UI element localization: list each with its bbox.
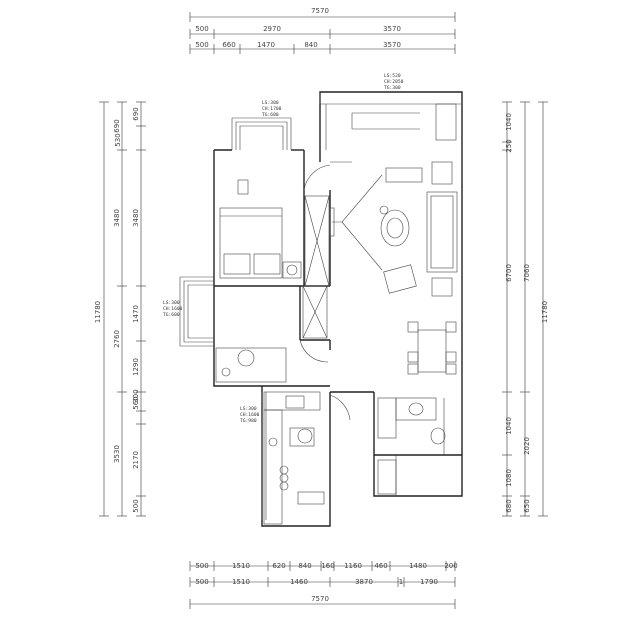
bottom-row1-label-4: 160 [321,562,334,570]
right-outer-label-0: 7060 [523,264,531,282]
window-note-kitchen-0: LS:300 [240,406,257,412]
bottom-row2-label-1: 1510 [232,578,250,586]
bottom-row1-label-5: 1160 [344,562,362,570]
right-outer-label-1: 2020 [523,437,531,455]
window-note-top-living-2: TG:300 [384,85,401,91]
living-furniture [329,103,458,297]
bottom-row1-label-8: 200 [444,562,457,570]
window-note-top-bedroom-1: CH:1700 [262,106,282,112]
left-inner-label-0: 530 [114,133,122,146]
window-note-top-living: LS:520 CH:2050 TG:300 [384,73,404,91]
window-note-kitchen: LS:300 CH:1600 TG:980 [240,406,260,424]
bed [219,179,302,279]
top-row2-label-2: 1470 [257,41,275,49]
window-note-kitchen-2: TG:980 [240,418,257,424]
bottom-row2-label-0: 500 [195,578,208,586]
top-row2-label-4: 3570 [383,41,401,49]
left-outer-label-2: 2760 [113,330,121,348]
bathroom-fixtures [377,397,446,496]
bottom-dimensions: 500 1510 620 840 160 1160 460 1480 200 5… [189,561,458,609]
top-dimensions: 7570 500 2970 3570 500 660 1470 840 3570 [189,7,456,54]
left-inner-label-7: 2170 [132,451,140,469]
dining-furniture [407,321,457,375]
study-bay-window [179,276,214,347]
right-inner-label-1: 250 [505,139,513,152]
window-note-top-bedroom: LS:300 CH:1700 TG:600 [262,100,282,118]
bottom-row1-label-0: 500 [195,562,208,570]
right-inner-label-3: 1040 [505,417,513,435]
top-row2-label-1: 660 [222,41,235,49]
window-note-left-room-0: LS:300 [163,300,180,306]
right-inner-label-0: 1040 [505,113,513,131]
exterior-walls [213,91,463,527]
right-inner-label-4: 1080 [505,469,513,487]
top-row1-label-1: 2970 [263,25,281,33]
study-furniture [215,347,287,383]
bottom-row2-label-2: 1460 [290,578,308,586]
left-inner-label-5: 560 [132,396,140,409]
bottom-row1-label-7: 1480 [409,562,427,570]
right-inner-label-5: 680 [505,499,513,512]
bottom-row2-label-5: 1790 [420,578,438,586]
left-outer-label-1: 3480 [113,209,121,227]
doors [299,161,352,421]
left-dimensions: 11780 690 3480 2760 3530 530 690 3480 14… [94,101,146,517]
window-note-top-bedroom-0: LS:300 [262,100,279,106]
left-inner-label-8: 500 [132,499,140,512]
left-outer-label-3: 3530 [113,445,121,463]
right-inner-label-2: 6700 [505,264,513,282]
left-total-label: 11780 [94,301,102,323]
top-row1-label-0: 500 [195,25,208,33]
living-window [319,92,462,150]
left-inner-label-6: 300 [132,389,140,402]
bottom-row1-label-2: 620 [272,562,285,570]
bottom-row2-label-4: 1 [399,578,403,586]
right-outer-label-2: 650 [523,499,531,512]
bedroom-bay-window [231,117,292,150]
top-row2-label-0: 500 [195,41,208,49]
window-note-top-bedroom-2: TG:600 [262,112,279,118]
right-dimensions: 1040 250 6700 1040 1080 680 7060 2020 65… [502,101,549,517]
kitchen-window [261,392,267,520]
bottom-total-label: 7570 [311,595,329,603]
window-note-top-living-0: LS:520 [384,73,401,79]
bottom-row1-label-6: 460 [374,562,387,570]
window-note-left-room: LS:300 CH:1600 TG:600 [163,300,183,318]
bottom-row1-label-3: 840 [298,562,311,570]
left-inner-label-2: 3480 [132,209,140,227]
bottom-row1-label-1: 1510 [232,562,250,570]
top-row1-label-2: 3570 [383,25,401,33]
window-note-left-room-1: CH:1600 [163,306,183,312]
top-row2-label-3: 840 [304,41,317,49]
kitchen-furniture [263,391,325,525]
left-inner-label-3: 1470 [132,305,140,323]
window-note-kitchen-1: CH:1600 [240,412,260,418]
left-inner-label-4: 1290 [132,358,140,376]
left-outer-label-0: 690 [113,119,121,132]
left-inner-label-1: 690 [132,107,140,120]
wardrobe [302,195,330,339]
bottom-row2-label-3: 3870 [355,578,373,586]
window-note-top-living-1: CH:2050 [384,79,404,85]
right-total-label: 11780 [541,301,549,323]
window-note-left-room-2: TG:600 [163,312,180,318]
top-total-label: 7570 [311,7,329,15]
